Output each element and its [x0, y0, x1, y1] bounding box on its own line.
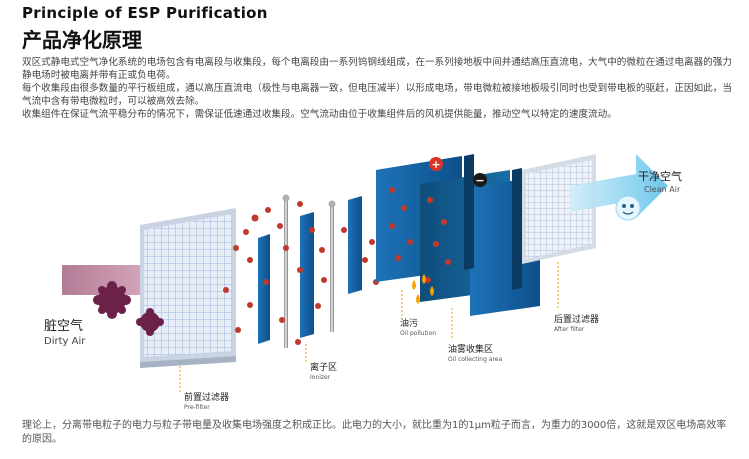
collect-label-en: Oil collecting area	[448, 356, 502, 363]
dirty-particle-large	[93, 281, 131, 319]
oil-label-cn: 油污	[400, 317, 418, 329]
clean-air-droplet	[615, 195, 641, 221]
intro-text: 双区式静电式空气净化系统的电场包含有电离段与收集段，每个电离段由一系列钨钢线组成…	[22, 56, 732, 121]
ionizer-label-en: Ionizer	[310, 374, 331, 381]
intro-paragraph-3: 收集组件在保证气流平稳分布的情况下，需保证低速通过收集段。空气流动由位于收集组件…	[22, 109, 617, 120]
plus-badge	[429, 157, 443, 171]
oil-label-en: Oil pollution	[400, 330, 436, 337]
dirty-particle-small	[136, 308, 164, 336]
collector-assembly	[376, 154, 540, 316]
plus-sign: +	[431, 158, 440, 171]
after-filter-label-en: After filter	[554, 326, 585, 333]
clean-air-arrow	[570, 154, 668, 218]
title-english: Principle of ESP Purification	[22, 4, 268, 22]
prefilter-label-cn: 前置过滤器	[184, 391, 229, 403]
oil-drops	[412, 274, 434, 304]
minus-sign: −	[475, 174, 484, 187]
charged-particles	[223, 201, 379, 345]
dirty-air-label-cn: 脏空气	[44, 318, 83, 334]
prefilter-label-en: Pre-filter	[184, 404, 210, 411]
intro-paragraph-1: 双区式静电式空气净化系统的电场包含有电离段与收集段，每个电离段由一系列钨钢线组成…	[22, 57, 732, 81]
ionizer-plate	[258, 234, 270, 344]
dirty-air-label-en: Dirty Air	[44, 336, 86, 347]
ionizer-plate	[348, 196, 362, 294]
after-filter-label-cn: 后置过滤器	[554, 313, 599, 325]
ionizer-wire	[284, 198, 288, 348]
ionizer-assembly	[258, 194, 362, 348]
ionizer-wire	[330, 204, 334, 332]
after-filter-panel	[522, 154, 596, 264]
ionizer-plate	[300, 212, 314, 338]
clean-air-label-en: Clean Air	[644, 185, 681, 194]
prefilter-panel	[140, 208, 236, 368]
title-chinese: 产品净化原理	[22, 28, 142, 52]
ionizer-label-cn: 离子区	[310, 361, 337, 373]
footer-text: 理论上，分离带电粒子的电力与粒子带电量及收集电场强度之积成正比。此电力的大小，就…	[22, 420, 727, 445]
clean-air-label-cn: 干净空气	[638, 169, 682, 183]
intro-paragraph-2: 每个收集段由很多数量的平行板组成，通以高压直流电（极性与电离器一致，但电压减半）…	[22, 83, 732, 107]
collector-particles	[389, 187, 451, 283]
esp-diagram: + − + 干净空气 Clean Air 脏空气 Dirty Air 前置过滤器…	[44, 154, 682, 411]
minus-badge	[473, 173, 487, 187]
collect-label-cn: 油雾收集区	[448, 343, 493, 355]
